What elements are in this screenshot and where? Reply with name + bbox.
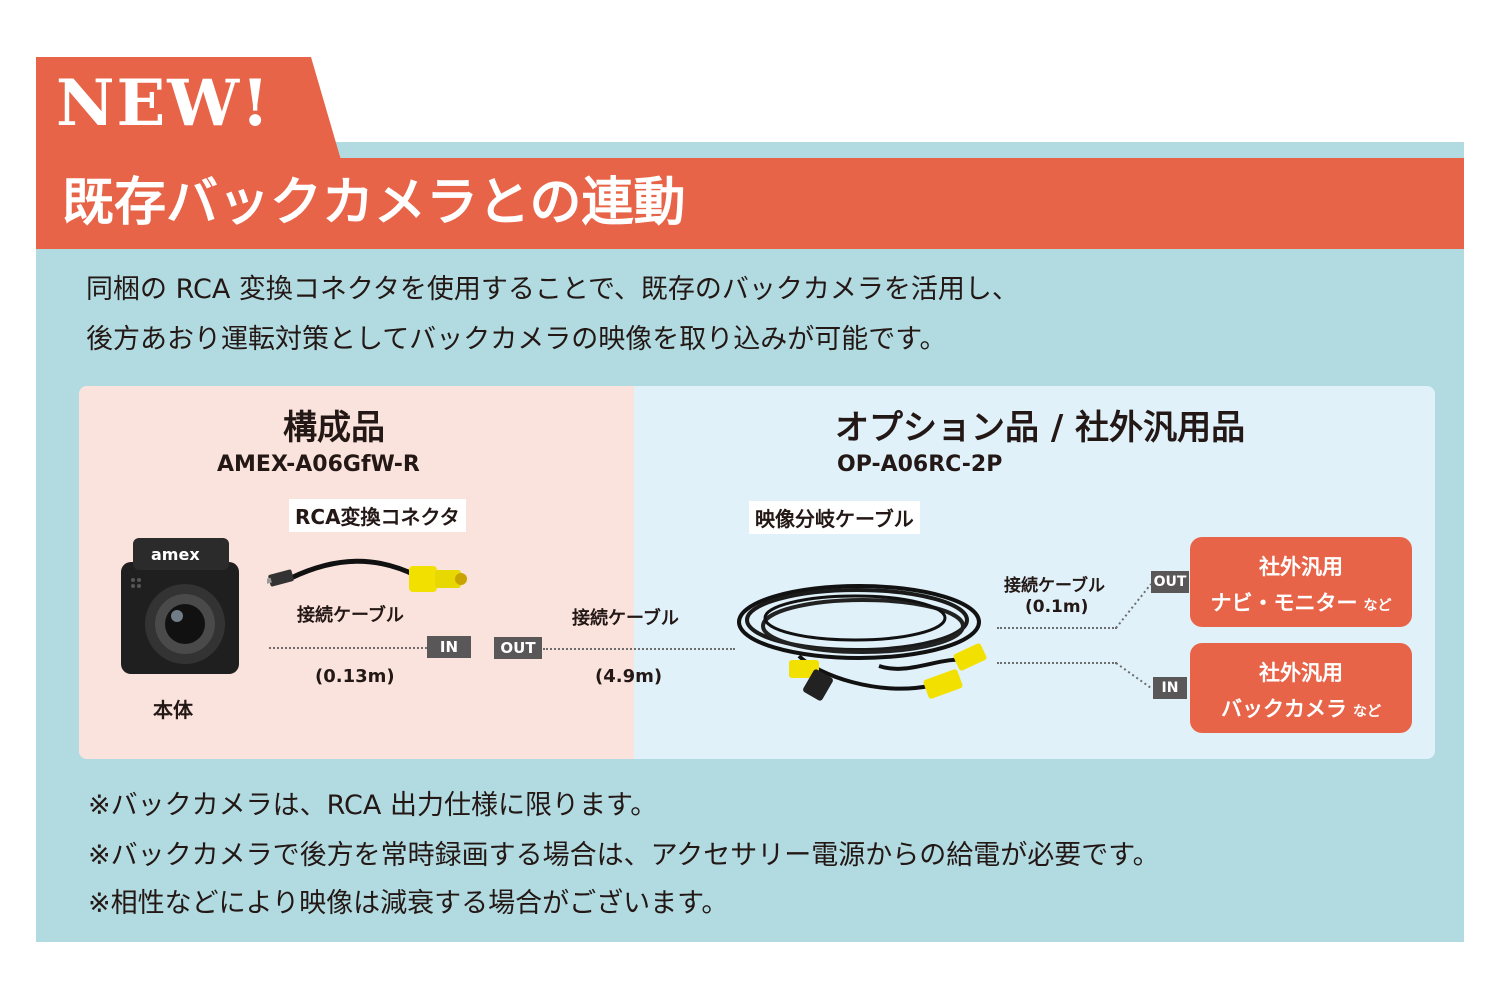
in-branch-diagonal [1115,662,1152,689]
note-1: ※バックカメラは、RCA 出力仕様に限ります。 [88,790,658,821]
right-cable-length: (0.1m) [1025,597,1089,617]
new-badge-tab [36,57,341,160]
camera-body-image: amex [121,538,239,674]
dest-navi-line1: 社外汎用 [1259,555,1343,579]
page-title: 既存バックカメラとの連動 [62,173,686,233]
right-cable-label: 接続ケーブル [1004,576,1105,596]
body-label: 本体 [153,698,193,722]
out-branch-line [997,627,1117,629]
splitter-cable-label: 映像分岐ケーブル [749,501,920,534]
description-line-2: 後方あおり運転対策としてバックカメラの映像を取り込みが可能です。 [86,324,947,355]
option-model: OP-A06RC-2P [837,452,1003,477]
left-cable-length: (0.13m) [315,666,395,687]
middle-cable-line [543,648,735,650]
included-heading: 構成品 [283,408,385,448]
dest-navi-suffix: など [1363,598,1392,614]
option-heading: オプション品 / 社外汎用品 [835,408,1246,448]
camera-logo: amex [151,545,200,564]
dest-camera-line1: 社外汎用 [1259,661,1343,685]
splitter-cable-image [737,584,987,701]
out-tag-nav: OUT [1151,571,1189,593]
dest-navi-line2: ナビ・モニター [1210,591,1358,615]
dest-camera-line2: バックカメラ [1221,697,1347,721]
middle-cable-length: (4.9m) [595,666,663,687]
in-tag-camera: IN [1153,677,1187,699]
new-badge: NEW! [56,66,272,141]
out-branch-diagonal [1115,583,1152,629]
middle-cable-label: 接続ケーブル [572,608,679,629]
connection-diagram: 構成品 AMEX-A06GfW-R RCA変換コネクタ amex 本体 接続ケー… [79,386,1435,759]
dest-back-camera: 社外汎用 バックカメラなど [1190,643,1412,733]
rca-connector-label: RCA変換コネクタ [289,499,466,532]
note-2: ※バックカメラで後方を常時録画する場合は、アクセサリー電源からの給電が必要です。 [88,840,1160,871]
dest-camera-suffix: など [1353,704,1381,720]
rca-connector-image [267,558,467,592]
in-tag-main: IN [427,636,471,658]
dest-navi-monitor: 社外汎用 ナビ・モニターなど [1190,537,1412,627]
left-cable-line [269,647,427,649]
in-branch-line [997,662,1117,664]
out-tag-splitter: OUT [494,637,542,659]
description-line-1: 同梱の RCA 変換コネクタを使用することで、既存のバックカメラを活用し、 [86,274,1019,305]
note-3: ※相性などにより映像は減衰する場合がございます。 [88,888,729,919]
left-cable-label: 接続ケーブル [297,605,404,626]
title-band [36,158,1464,249]
included-model: AMEX-A06GfW-R [217,452,420,477]
